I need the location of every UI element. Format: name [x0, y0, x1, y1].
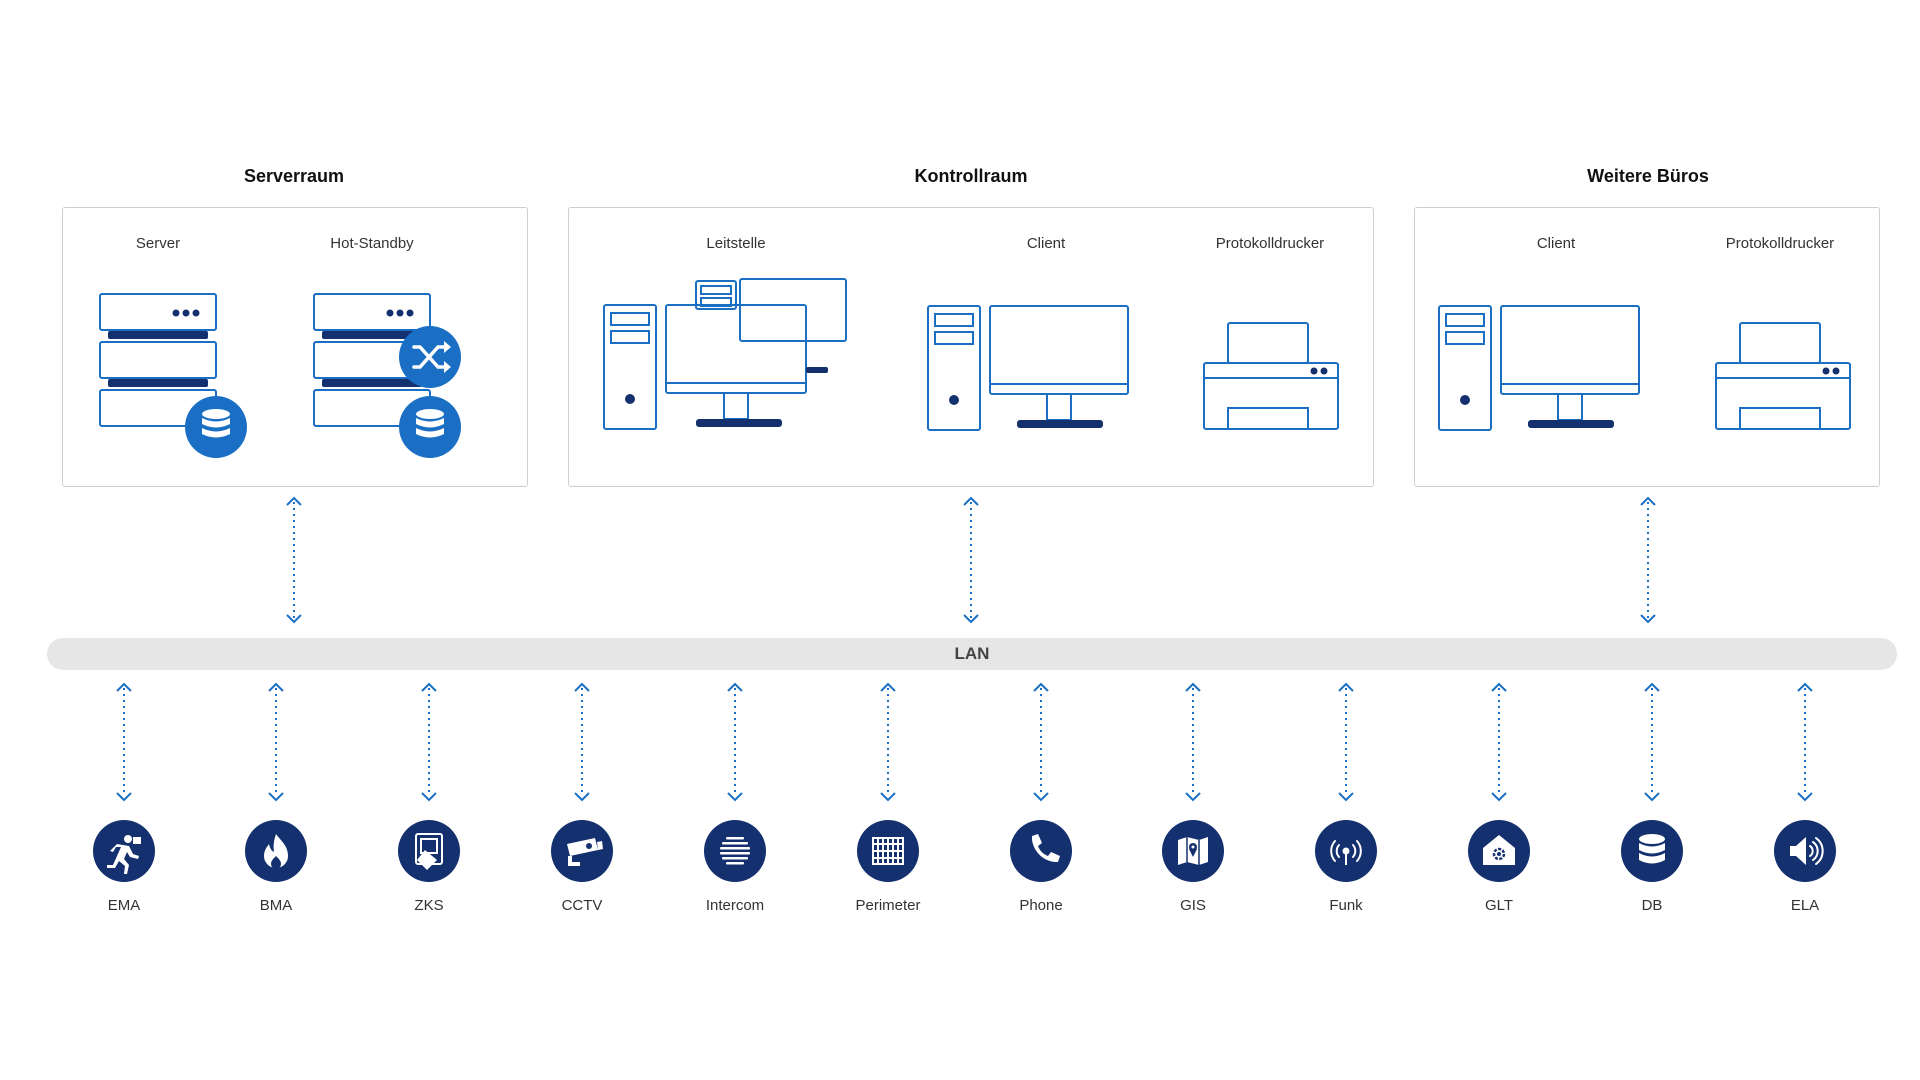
fire-icon — [245, 820, 307, 882]
connector-subsystem-4 — [574, 682, 590, 802]
connector-subsystem-6 — [880, 682, 896, 802]
subsystem-label-intercom: Intercom — [705, 897, 765, 914]
camera-icon — [551, 820, 613, 882]
group-title-serverraum: Serverraum — [243, 166, 345, 186]
subsystem-label-zks: ZKS — [414, 897, 444, 914]
intercom-icon — [704, 820, 766, 882]
client-computer-icon — [1438, 305, 1640, 431]
subsystem-label-ema: EMA — [107, 897, 141, 914]
subsystem-label-bma: BMA — [259, 897, 293, 914]
printer-icon — [1715, 322, 1851, 430]
connector-subsystem-3 — [421, 682, 437, 802]
subsystem-label-gis: GIS — [1180, 897, 1206, 914]
connector-bueros-lan — [1640, 496, 1656, 624]
connector-subsystem-8 — [1185, 682, 1201, 802]
device-label-client: Client — [1026, 235, 1066, 252]
radio-signal-icon — [1315, 820, 1377, 882]
connector-kontrollraum-lan — [963, 496, 979, 624]
building-automation-icon — [1468, 820, 1530, 882]
group-title-kontrollraum: Kontrollraum — [914, 166, 1028, 186]
speaker-icon — [1774, 820, 1836, 882]
subsystem-label-funk: Funk — [1329, 897, 1363, 914]
kontrollraum-box — [568, 207, 1374, 487]
device-label-protokolldrucker: Protokolldrucker — [1215, 235, 1325, 252]
access-card-icon — [398, 820, 460, 882]
connector-subsystem-9 — [1338, 682, 1354, 802]
database-icon — [1621, 820, 1683, 882]
device-label-leitstelle: Leitstelle — [706, 235, 766, 252]
subsystem-label-perimeter: Perimeter — [855, 897, 921, 914]
printer-icon — [1203, 322, 1339, 430]
subsystem-label-phone: Phone — [1019, 897, 1063, 914]
connector-subsystem-7 — [1033, 682, 1049, 802]
connector-subsystem-11 — [1644, 682, 1660, 802]
connector-subsystem-5 — [727, 682, 743, 802]
connector-serverraum-lan — [286, 496, 302, 624]
subsystem-label-glt: GLT — [1484, 897, 1514, 914]
server-icon — [99, 293, 247, 458]
device-label-client-buero: Client — [1536, 235, 1576, 252]
connector-subsystem-1 — [116, 682, 132, 802]
group-title-weitere-bueros: Weitere Büros — [1587, 166, 1709, 186]
phone-icon — [1010, 820, 1072, 882]
connector-subsystem-10 — [1491, 682, 1507, 802]
workstation-icon — [603, 278, 847, 430]
device-label-server: Server — [135, 235, 181, 252]
client-computer-icon — [927, 305, 1129, 431]
hot-standby-icon — [313, 293, 461, 458]
subsystem-label-cctv: CCTV — [561, 897, 603, 914]
subsystem-label-db: DB — [1641, 897, 1663, 914]
device-label-hot-standby: Hot-Standby — [330, 235, 414, 252]
fence-icon — [857, 820, 919, 882]
lan-bus: LAN — [47, 638, 1897, 670]
device-label-protokolldrucker-buero: Protokolldrucker — [1725, 235, 1835, 252]
map-icon — [1162, 820, 1224, 882]
intruder-alarm-icon — [93, 820, 155, 882]
subsystem-label-ela: ELA — [1790, 897, 1820, 914]
connector-subsystem-12 — [1797, 682, 1813, 802]
connector-subsystem-2 — [268, 682, 284, 802]
